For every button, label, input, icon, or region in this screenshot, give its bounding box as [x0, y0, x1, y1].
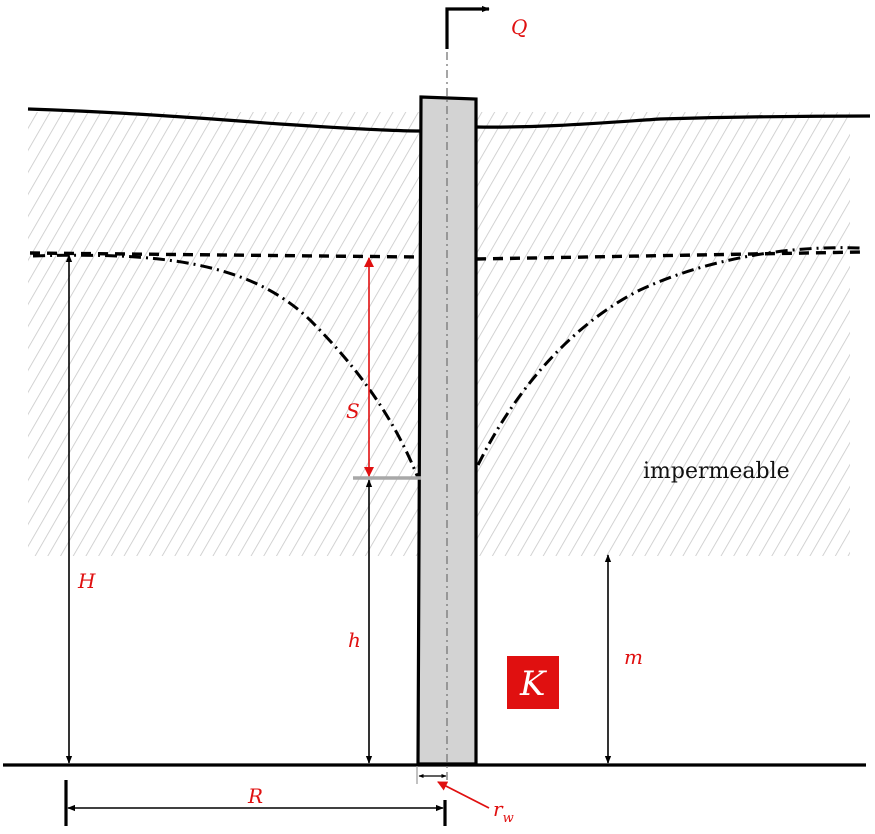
conductivity-box — [507, 656, 559, 709]
ground-surface-left — [27, 107, 421, 133]
well-radius-subscript: w — [503, 811, 514, 826]
aquifer-thickness-label: m — [624, 645, 643, 669]
radius-influence-label: R — [247, 784, 263, 808]
discharge-arrow — [445, 5, 490, 49]
cone-of-depression-left — [32, 253, 420, 479]
drawdown-label: S — [346, 399, 360, 423]
impermeable-layer-label: impermeable — [643, 459, 790, 484]
ground-surface-right — [475, 114, 871, 129]
conductivity-label: K — [519, 664, 548, 704]
well-head-label: h — [348, 628, 361, 652]
initial-head-label: H — [77, 569, 96, 593]
discharge-label: Q — [511, 15, 527, 39]
cone-of-depression-right — [476, 246, 861, 466]
initial-water-table — [29, 250, 863, 261]
well-radius-pointer — [437, 781, 490, 809]
well-radius-label: rw — [493, 797, 514, 826]
well-radius-symbol: r — [493, 797, 504, 821]
